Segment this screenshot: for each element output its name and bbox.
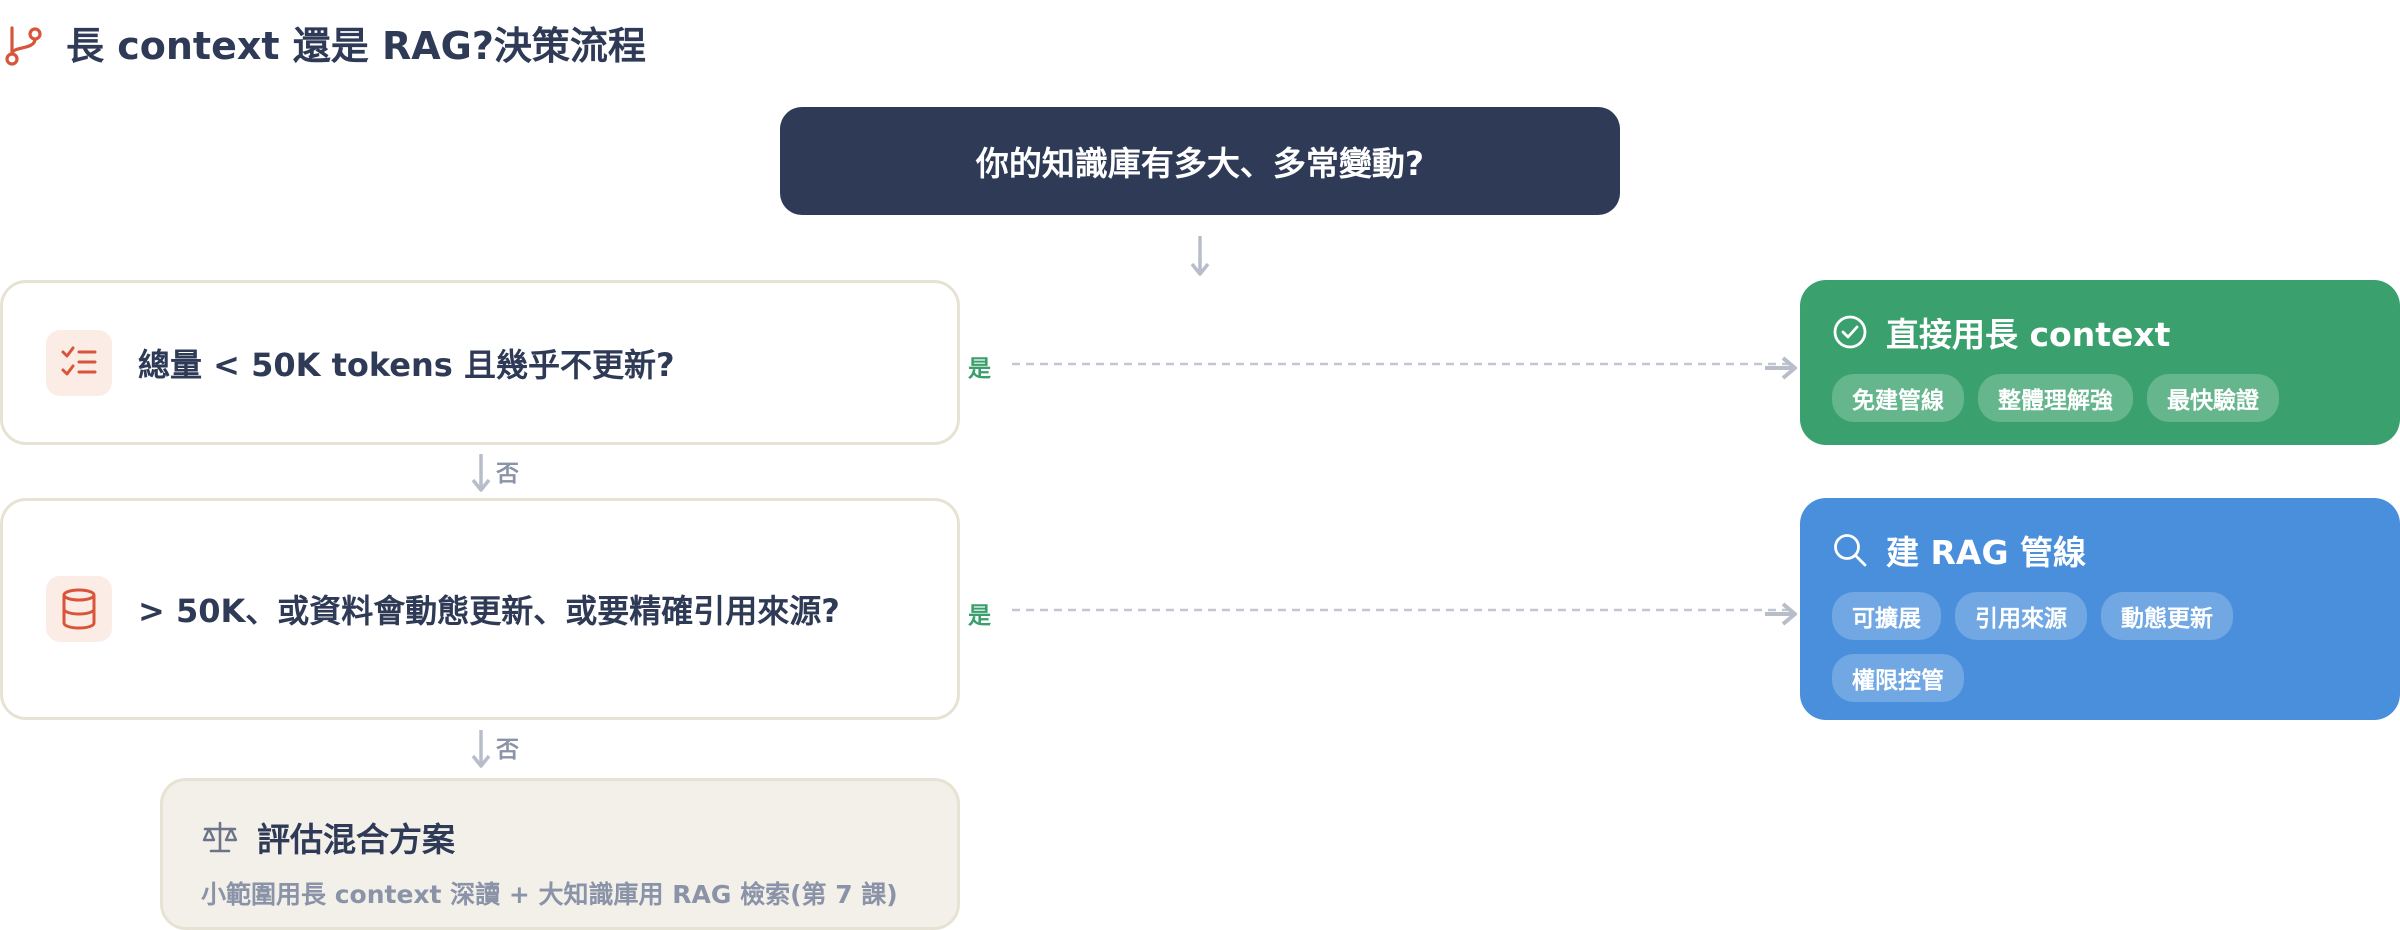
decision-2-question: > 50K、或資料會動態更新、或要精確引用來源? [138, 592, 840, 630]
no-label-2: 否 [496, 737, 519, 763]
check-circle-icon [1833, 315, 1867, 349]
no-label-1: 否 [496, 461, 519, 487]
hybrid-title: 評估混合方案 [257, 820, 455, 859]
hybrid-description: 小範圍用長 context 深讀 + 大知識庫用 RAG 檢索(第 7 課) [201, 880, 898, 909]
down-arrow-icon [471, 730, 491, 768]
tag-chip: 免建管線 [1832, 374, 1964, 422]
tag-chip: 可擴展 [1832, 592, 1941, 640]
tag-chip: 最快驗證 [2147, 374, 2279, 422]
yes-label-2: 是 [968, 603, 991, 629]
rag-title: 建 RAG 管線 [1886, 533, 2087, 572]
rag-tags: 可擴展 引用來源 動態更新 權限控管 [1832, 592, 2352, 702]
rag-outcome-node: 建 RAG 管線 可擴展 引用來源 動態更新 權限控管 [1800, 498, 2400, 720]
yes-connector-1 [1012, 356, 1797, 380]
decision-1-question: 總量 < 50K tokens 且幾乎不更新? [138, 345, 675, 384]
start-question-text: 你的知識庫有多大、多常變動? [975, 144, 1425, 183]
checklist-icon [46, 329, 112, 396]
page-title: 長 context 還是 RAG?決策流程 [66, 24, 646, 68]
hybrid-outcome-node: 評估混合方案 小範圍用長 context 深讀 + 大知識庫用 RAG 檢索(第… [160, 778, 960, 930]
database-icon [46, 576, 112, 642]
tag-chip: 整體理解強 [1978, 374, 2133, 422]
long-context-title: 直接用長 context [1886, 315, 2171, 354]
long-context-tags: 免建管線 整體理解強 最快驗證 [1832, 374, 2352, 422]
start-question-node: 你的知識庫有多大、多常變動? [780, 107, 1620, 215]
tag-chip: 權限控管 [1832, 654, 1964, 702]
scale-icon [202, 821, 238, 853]
branch-icon [5, 26, 42, 66]
decision-node-2: > 50K、或資料會動態更新、或要精確引用來源? [0, 498, 960, 720]
yes-connector-2 [1012, 602, 1797, 626]
decision-node-1: 總量 < 50K tokens 且幾乎不更新? [0, 280, 960, 445]
tag-chip: 引用來源 [1955, 592, 2087, 640]
search-icon [1834, 534, 1867, 567]
down-arrow-icon [1190, 236, 1210, 276]
yes-label-1: 是 [968, 356, 991, 382]
long-context-outcome-node: 直接用長 context 免建管線 整體理解強 最快驗證 [1800, 280, 2400, 445]
down-arrow-icon [471, 454, 491, 492]
tag-chip: 動態更新 [2101, 592, 2233, 640]
